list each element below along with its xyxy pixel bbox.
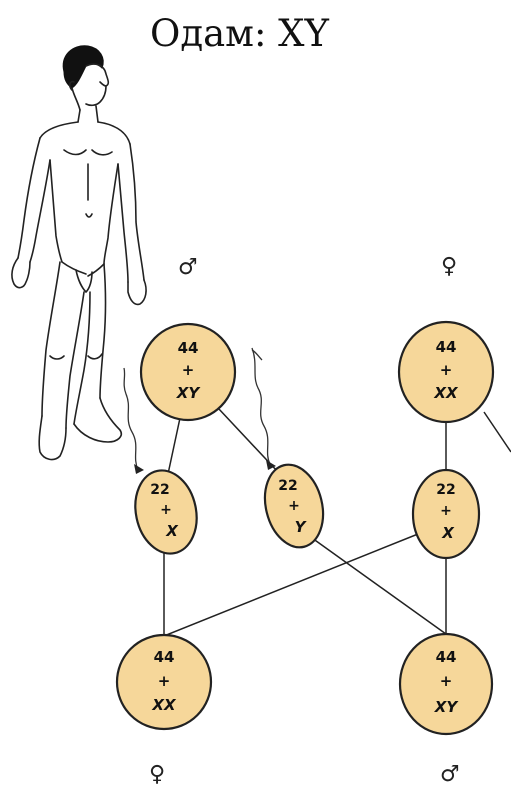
father-cell: 44 + XY [139,322,237,422]
female-symbol-daughter: ♀ [149,762,165,787]
male-symbol-father: ♂ [178,255,198,280]
link-mother-offscreen [483,411,511,453]
daughter-zygote-cell: 44 + XX [115,633,213,731]
son-zygote-cell: 44 + XY [398,632,494,736]
sperm-x-tail [123,367,139,471]
mother-cell-plus: + [440,361,453,379]
sperm-x-head-tip [134,464,144,474]
son-plus: + [440,672,453,690]
daughter-plus: + [158,672,171,690]
male-symbol-son: ♂ [440,762,460,787]
sperm-x-plus: + [160,502,172,518]
link-father-sperm-x [167,417,181,475]
sperm-y-autosomes: 22 [278,478,297,494]
egg-autosomes: 22 [436,482,455,498]
sperm-y-tail [251,347,271,465]
daughter-autosomes: 44 [154,648,175,666]
link-egg-daughter [163,533,419,637]
mother-cell-sex-chromosomes: XX [433,384,459,402]
mother-cell-autosomes: 44 [436,338,457,356]
connection-lines [163,407,511,637]
egg-cell: 22 + X [411,468,481,560]
egg-plus: + [440,503,452,519]
father-cell-sex-chromosomes: XY [176,384,202,402]
female-symbol-mother: ♀ [441,254,457,279]
sperm-y-tail-2 [251,349,263,361]
sperm-x-cell: 22 + X [134,464,198,555]
sperm-x-autosomes: 22 [150,482,169,498]
sperm-y-head-tip [266,460,276,470]
sperm-y-plus: + [288,498,300,514]
son-autosomes: 44 [436,648,457,666]
father-cell-autosomes: 44 [178,339,199,357]
mother-cell: 44 + XX [397,320,495,424]
sperm-y-sex-chromosome: Y [295,518,308,536]
sperm-x-sex-chromosome: X [165,522,179,540]
daughter-sex-chromosomes: XX [151,696,177,714]
diagram-title: Одам: XY [150,12,330,55]
son-sex-chromosomes: XY [434,698,460,716]
sperm-y-cell: 22 + Y [263,460,325,549]
father-cell-plus: + [182,361,195,379]
link-sperm-y-son [311,537,447,635]
egg-sex-chromosome: X [441,524,455,542]
male-figure-illustration [11,45,147,461]
